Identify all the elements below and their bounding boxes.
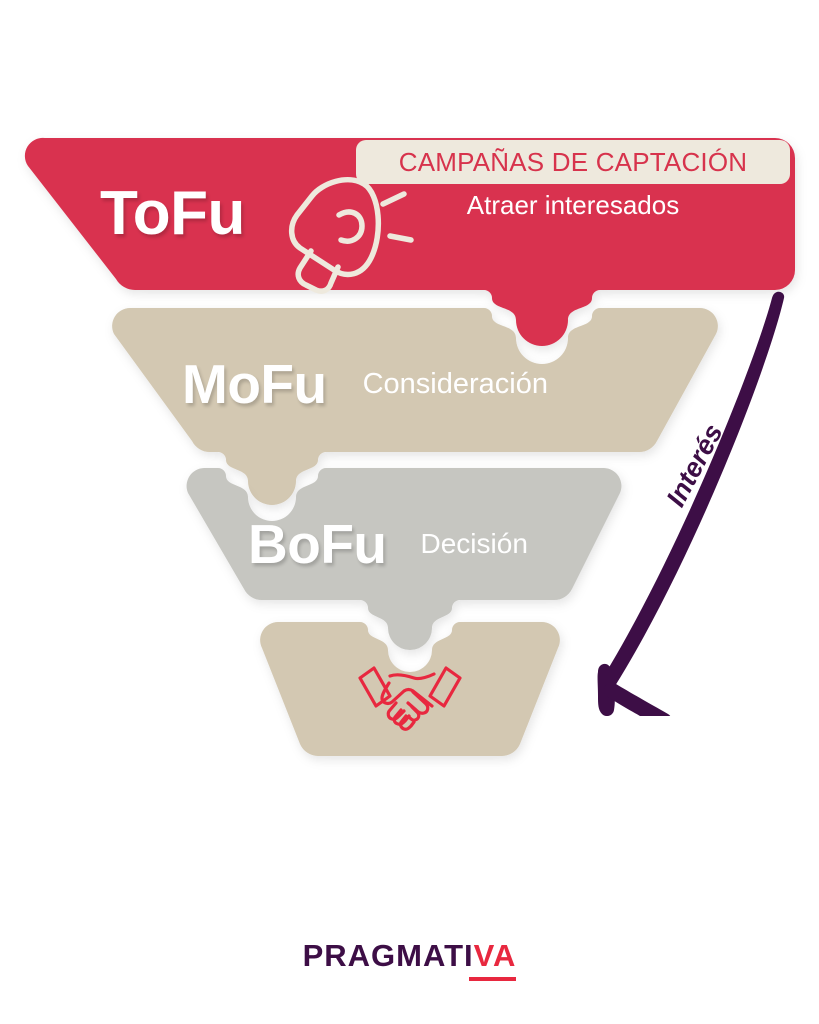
megaphone-icon <box>289 168 414 294</box>
funnel-layer-bofu-shape <box>186 468 622 650</box>
down-left-arrow-icon <box>597 291 785 716</box>
tofu-description: Atraer interesados <box>466 190 680 220</box>
campaign-badge: CAMPAÑAS DE CAPTACIÓN <box>356 140 790 184</box>
logo-underline <box>469 977 517 981</box>
campaign-badge-label: CAMPAÑAS DE CAPTACIÓN <box>398 146 748 177</box>
handshake-icon <box>358 666 462 731</box>
logo-primary-text: PRAGMATI <box>302 938 474 973</box>
brand-logo: PRAGMATIVA <box>0 938 819 981</box>
logo-accent-text: VA <box>473 938 517 973</box>
funnel-layer-bofu[interactable] <box>186 468 622 650</box>
funnel-layer-mofu-shape <box>112 308 718 505</box>
funnel-layer-mofu[interactable] <box>112 308 718 505</box>
